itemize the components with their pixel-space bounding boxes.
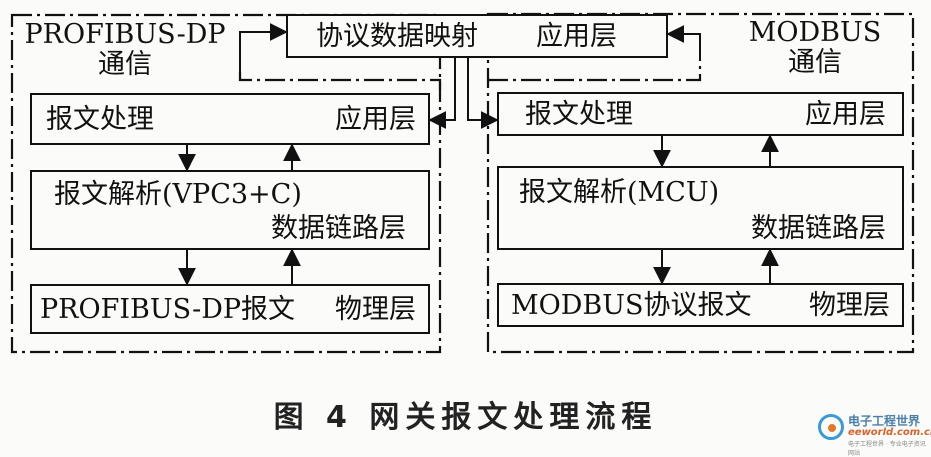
left-panel-title-line1: PROFIBUS-DP: [24, 19, 226, 50]
right-link-layer: 数据链路层: [751, 213, 886, 244]
left-link-label: 报文解析(VPC3+C): [54, 179, 302, 210]
eeworld-watermark: 电子工程世界 eeworld.com.cn 电子工程世界 · 专业电子资讯网站: [818, 410, 931, 457]
left-app-label: 报文处理: [46, 104, 154, 135]
left-link-box: 报文解析(VPC3+C) 数据链路层: [30, 170, 430, 250]
left-panel-border: [10, 13, 442, 354]
left-app-layer: 应用层: [335, 104, 416, 135]
right-app-layer: 应用层: [805, 99, 886, 130]
right-phys-layer: 物理层: [809, 290, 890, 321]
right-link-label: 报文解析(MCU): [519, 177, 720, 208]
arrow-left-to-top: [239, 23, 288, 72]
right-route: [488, 60, 702, 82]
arrow-right-to-top: [666, 25, 701, 60]
watermark-en: eeworld.com.cn: [848, 427, 931, 438]
left-phys-layer: 物理层: [335, 294, 416, 325]
watermark-sub: 电子工程世界 · 专业电子资讯网站: [848, 441, 926, 457]
left-route: [238, 72, 442, 90]
protocol-mapping-label: 协议数据映射: [316, 21, 478, 52]
left-app-box: 报文处理 应用层: [30, 93, 430, 145]
eeworld-logo-icon: [818, 414, 844, 440]
right-panel-border: [486, 12, 915, 354]
right-phys-label: MODBUS协议报文: [511, 290, 752, 321]
left-phys-box: PROFIBUS-DP报文 物理层: [30, 284, 430, 334]
left-panel-title: PROFIBUS-DP 通信: [14, 20, 236, 80]
left-panel-title-line2: 通信: [98, 49, 152, 80]
figure-caption: 图 4 网关报文处理流程: [273, 400, 658, 435]
protocol-mapping-box: 协议数据映射 应用层: [286, 14, 668, 58]
right-app-label: 报文处理: [525, 99, 633, 130]
protocol-mapping-layer: 应用层: [536, 21, 617, 52]
left-phys-label: PROFIBUS-DP报文: [40, 294, 296, 325]
watermark-cn: 电子工程世界: [848, 414, 921, 428]
right-phys-box: MODBUS协议报文 物理层: [497, 283, 904, 327]
right-panel-title: MODBUS 通信: [722, 18, 908, 78]
left-link-layer: 数据链路层: [271, 213, 406, 244]
right-app-box: 报文处理 应用层: [497, 92, 904, 136]
right-panel-title-line2: 通信: [788, 47, 842, 78]
arrow-top-to-right-app: [467, 56, 499, 129]
arrow-top-to-left-app: [428, 56, 456, 129]
right-link-box: 报文解析(MCU) 数据链路层: [497, 166, 904, 250]
right-panel-title-line1: MODBUS: [748, 17, 882, 48]
